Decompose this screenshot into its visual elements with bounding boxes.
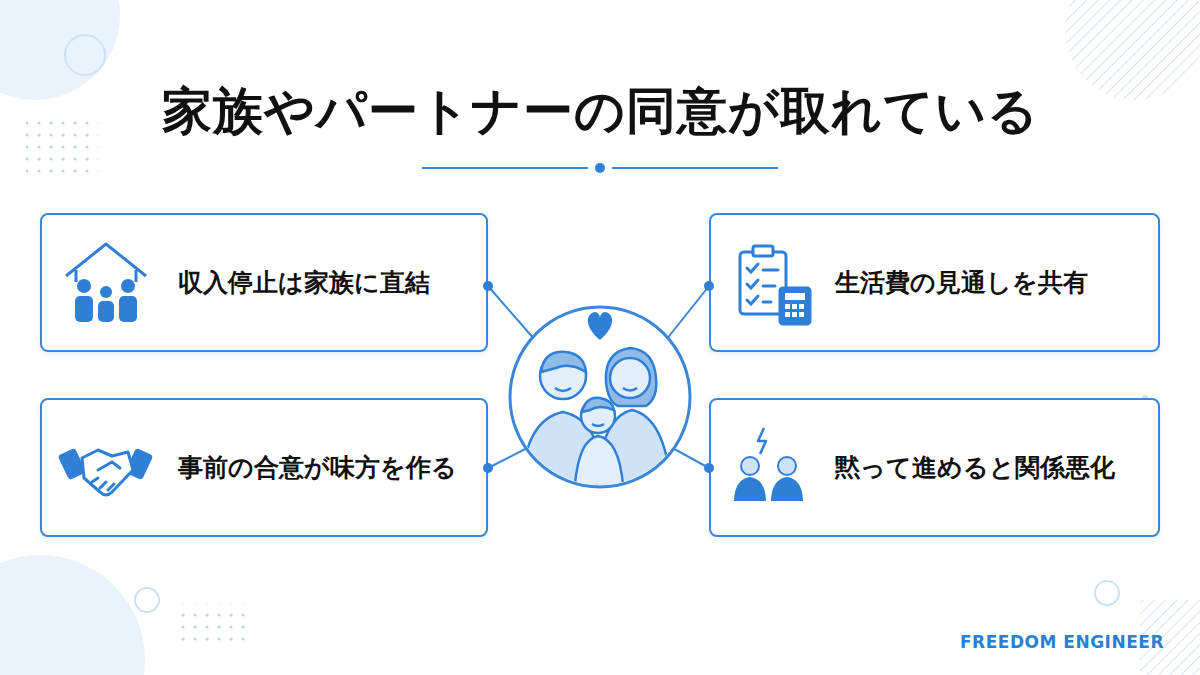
calculator-symbol — [780, 288, 810, 324]
handshake-finger — [98, 462, 120, 470]
box-label: 収入停止は家族に直結 — [178, 266, 430, 299]
father-head — [540, 353, 586, 399]
leader-line — [667, 445, 709, 468]
leader-dot — [704, 463, 714, 473]
handshake-finger — [92, 478, 114, 490]
decor-circle — [0, 555, 145, 675]
point-box: 黙って進めると関係悪化 — [709, 398, 1160, 537]
title-rule — [422, 167, 588, 169]
decor-ring — [1095, 581, 1119, 605]
child-hair — [582, 398, 614, 412]
leader-dot — [483, 463, 493, 473]
box-text-group: 黙って進めると関係悪化 — [835, 451, 1115, 484]
person-body — [772, 478, 802, 500]
lightning-symbol — [758, 428, 766, 454]
decor-ring — [135, 588, 159, 612]
check-marks — [747, 264, 758, 304]
decor-dots — [178, 604, 250, 642]
brand-watermark: FREEDOM ENGINEER — [960, 632, 1164, 652]
box-label: 事前の合意が味方を作る — [178, 451, 457, 484]
child-head — [581, 399, 615, 433]
point-box: 生活費の見通しを共有 — [709, 213, 1160, 352]
father-smile — [555, 388, 571, 391]
handshake-icon — [60, 450, 152, 495]
mother-head — [610, 358, 650, 398]
child-body — [574, 436, 624, 500]
mother-body — [596, 410, 672, 500]
conflict-icon — [735, 428, 802, 500]
point-box: 事前の合意が味方を作る — [40, 398, 488, 537]
clipboard-clip — [753, 246, 773, 256]
handshake-hands — [82, 450, 133, 495]
decor-hatch-circle — [1065, 0, 1200, 100]
decor-dots — [26, 116, 98, 176]
person-head — [778, 457, 796, 475]
decor-ring — [65, 35, 105, 75]
family-circle — [510, 307, 690, 487]
leader-line — [488, 286, 535, 340]
family-illustration — [520, 348, 672, 500]
list-lines — [763, 270, 778, 302]
box-label: 生活費の見通しを共有 — [835, 266, 1088, 299]
house-wall — [135, 270, 138, 282]
decor-circle — [0, 0, 120, 100]
mother-smile — [623, 388, 637, 391]
diagram-title: 家族やパートナーの同意が取れている — [0, 78, 1200, 145]
title-rule-dot — [595, 163, 605, 173]
person-head — [741, 457, 759, 475]
clipboard-board — [740, 252, 786, 314]
box-text-group: 事前の合意が味方を作る — [178, 451, 457, 484]
leader-dot — [704, 281, 714, 291]
handshake-cuff — [127, 450, 152, 479]
handshake-cuff — [60, 450, 85, 479]
house-family-icon — [66, 244, 146, 322]
house-wall — [75, 270, 78, 282]
father-body — [520, 412, 606, 500]
heart-symbol — [588, 312, 612, 340]
person-body — [735, 478, 765, 500]
leader-lines — [483, 281, 714, 473]
box-label: 黙って進めると関係悪化 — [835, 451, 1115, 484]
child-smile — [592, 424, 604, 426]
mother-hair — [606, 348, 656, 406]
father-hair — [541, 352, 586, 372]
calculator-keys — [785, 293, 805, 317]
leader-line — [666, 286, 709, 340]
box-text-group: 生活費の見通しを共有 — [835, 266, 1088, 299]
people-symbol — [75, 279, 137, 322]
house-roof — [66, 244, 146, 276]
box-text-group: 収入停止は家族に直結 — [178, 266, 430, 299]
leader-line — [488, 445, 533, 468]
point-box: 収入停止は家族に直結 — [40, 213, 488, 352]
clipboard-icon — [740, 246, 810, 324]
title-rule — [612, 167, 778, 169]
leader-dot — [483, 281, 493, 291]
